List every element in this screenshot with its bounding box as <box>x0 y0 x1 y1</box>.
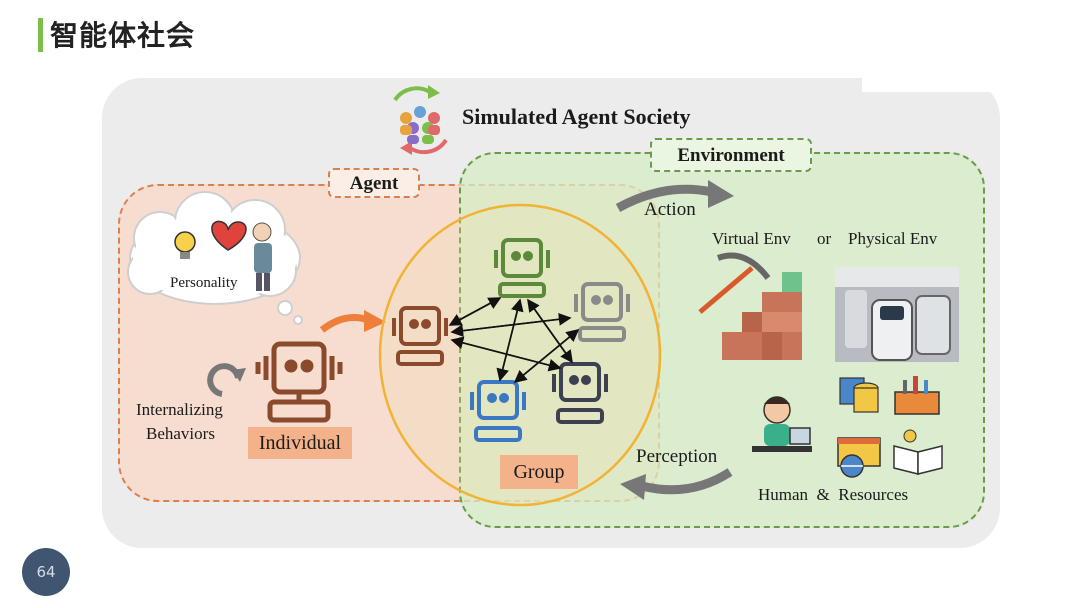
group-circle <box>378 203 662 507</box>
internalizing-label-line2: Behaviors <box>146 424 215 443</box>
physical-env-label: Physical Env <box>848 229 938 248</box>
page-number: 64 <box>22 548 70 596</box>
perception-label: Perception <box>636 446 718 467</box>
group-robot-dark-icon <box>552 362 608 424</box>
individual-to-group-arrow <box>319 314 370 333</box>
virtual-env-icon <box>698 252 802 360</box>
database-icon <box>839 377 879 413</box>
individual-label: Individual <box>248 427 352 459</box>
group-robot-blue-icon <box>470 380 526 442</box>
individual-robot-icon <box>255 341 343 423</box>
action-label: Action <box>644 199 696 220</box>
web-icon <box>837 437 881 478</box>
group-label: Group <box>500 455 578 489</box>
title-accent-bar <box>38 18 43 52</box>
slide-title: 智能体社会 <box>50 19 196 52</box>
environment-label: Environment <box>650 138 812 172</box>
thought-cloud <box>127 191 303 325</box>
action-arrow <box>615 184 713 212</box>
human-icon <box>752 396 812 452</box>
toolbox-icon <box>894 376 940 415</box>
group-robot-green-icon <box>494 238 550 298</box>
virtual-env-label: Virtual Env <box>712 229 791 248</box>
panel-notch <box>862 78 1002 92</box>
agent-label: Agent <box>328 168 420 198</box>
person-icon <box>252 222 272 291</box>
group-robot-brown-icon <box>392 306 448 366</box>
lightbulb-icon <box>174 231 196 259</box>
or-label: or <box>817 229 832 248</box>
group-robot-gray-icon <box>574 282 630 342</box>
heart-icon <box>211 220 247 251</box>
internalizing-label-line1: Internalizing <box>136 400 223 419</box>
society-title: Simulated Agent Society <box>462 104 691 129</box>
perception-arrow <box>640 468 733 495</box>
human-resources-label: Human & Resources <box>758 485 909 504</box>
physical-env-photo <box>835 267 959 362</box>
personality-label: Personality <box>170 275 238 291</box>
book-icon <box>893 429 943 475</box>
interaction-arrows <box>448 297 580 384</box>
